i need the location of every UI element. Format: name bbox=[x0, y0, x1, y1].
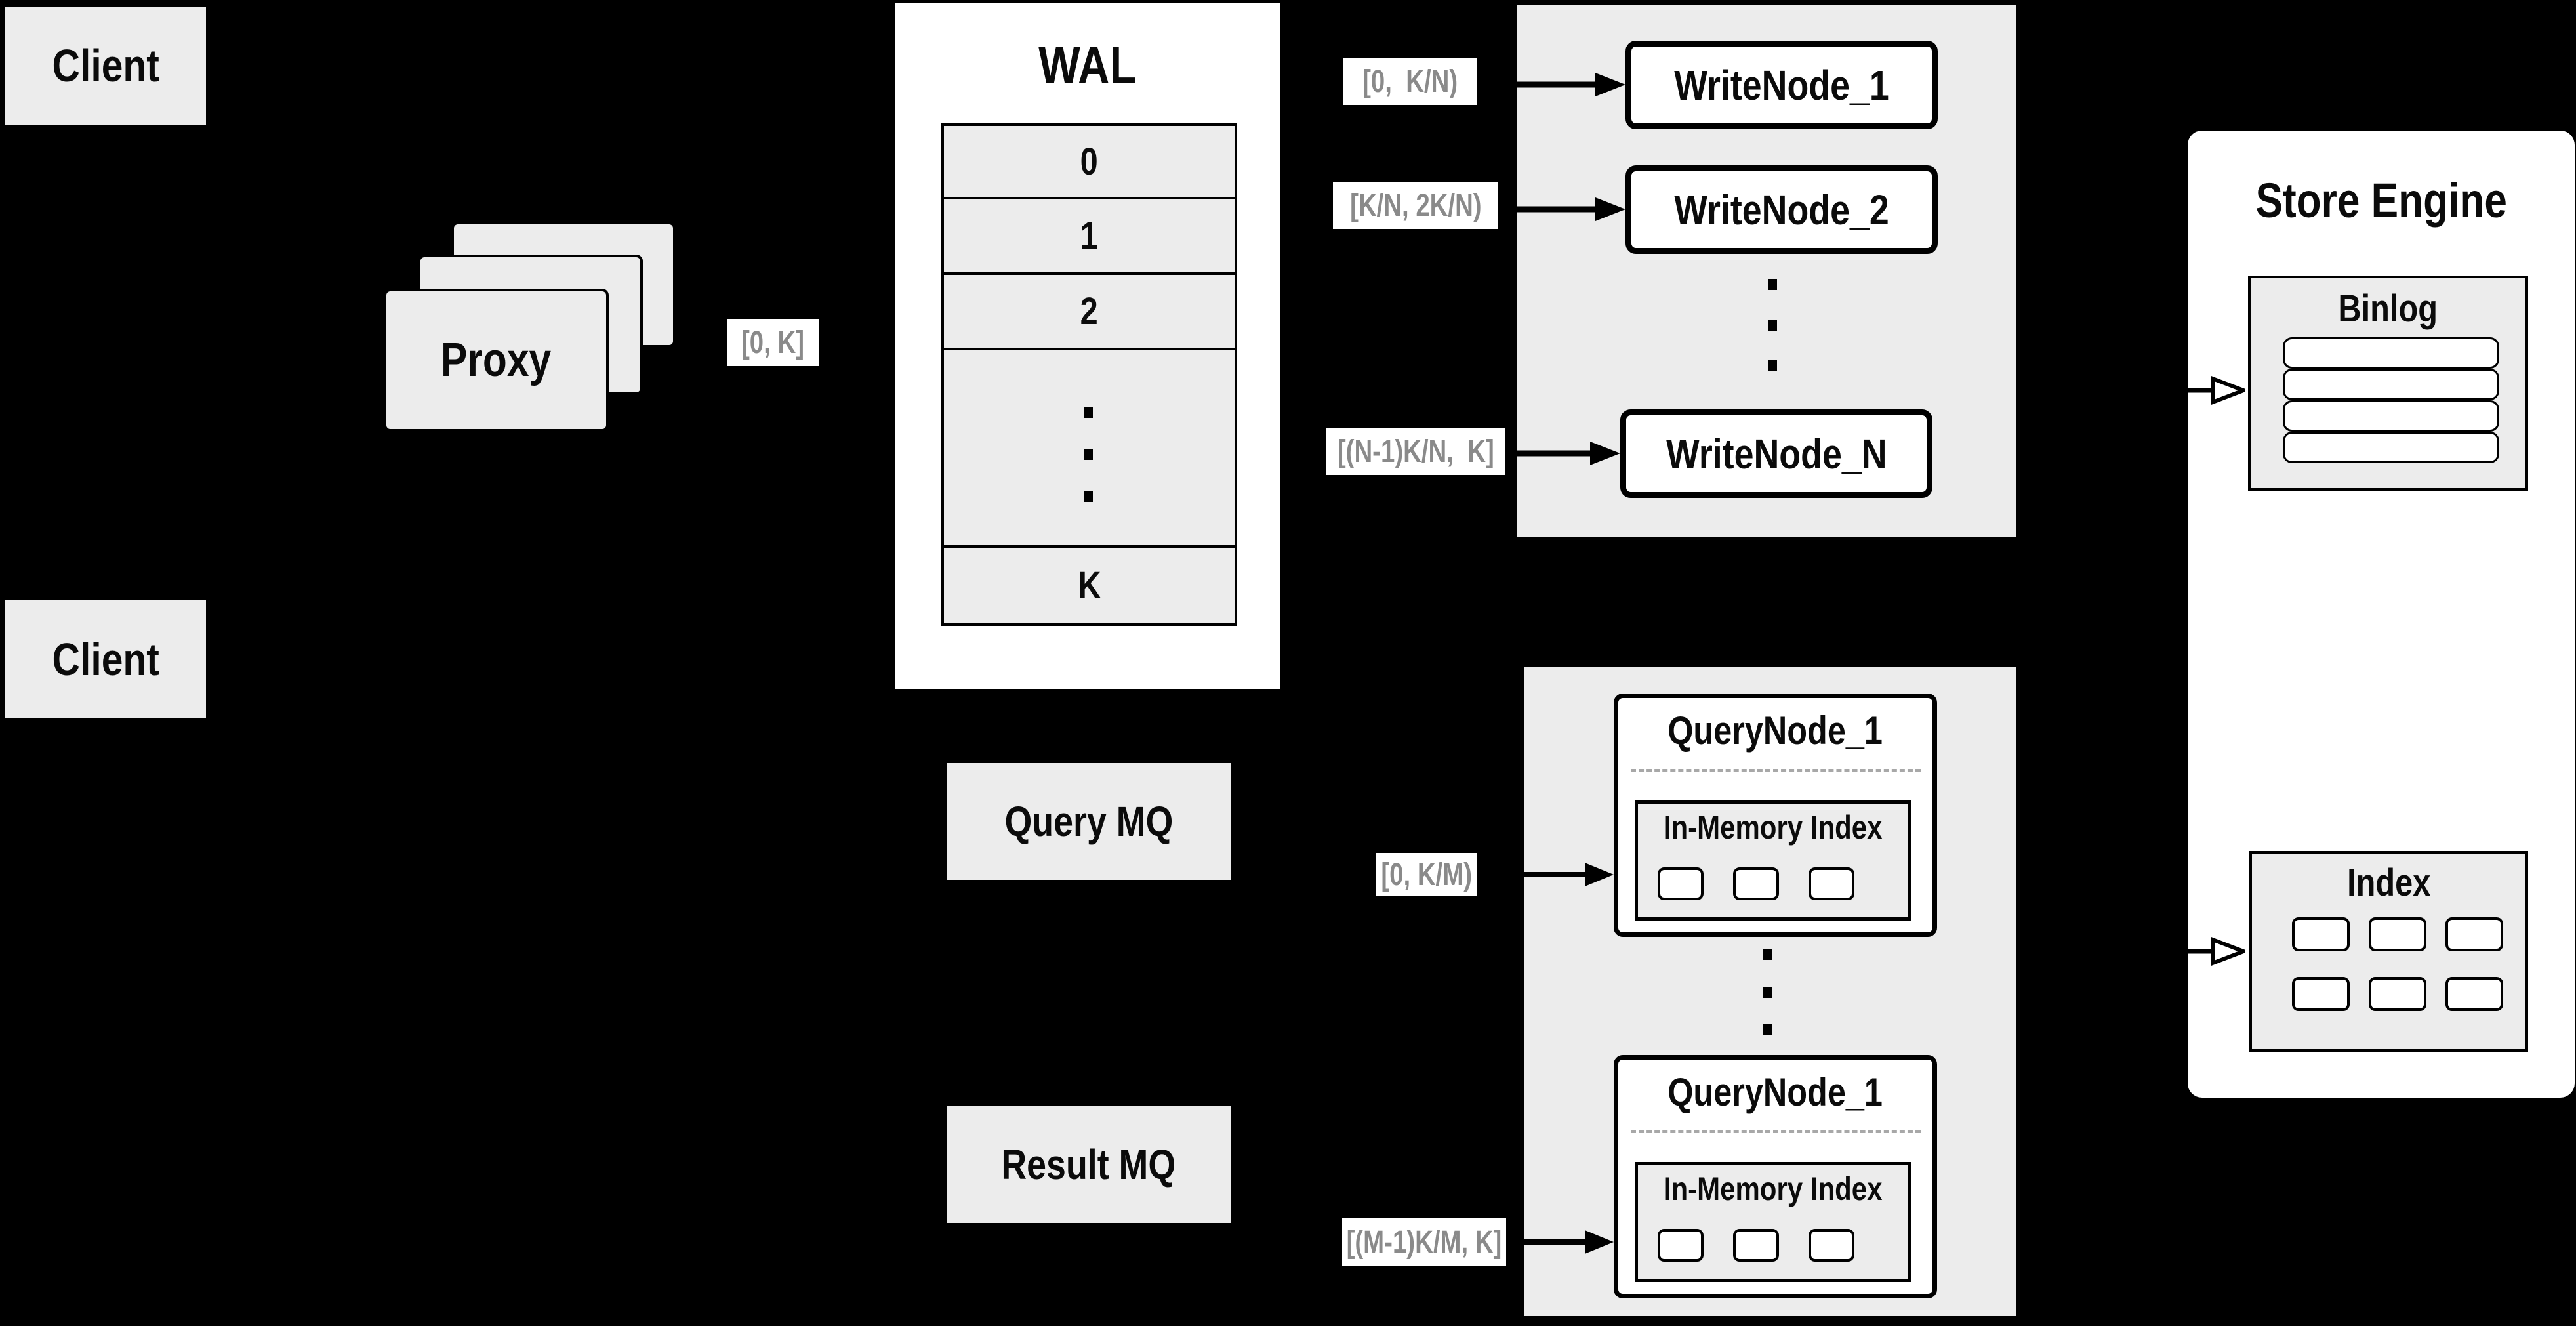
client-box-top: Client bbox=[5, 7, 206, 125]
wal-row-2: 2 bbox=[944, 275, 1235, 350]
querynode-m-separator bbox=[1631, 1130, 1921, 1133]
querynode-m-inmemory-box bbox=[1635, 1162, 1911, 1282]
querynode-1-segments bbox=[1658, 867, 1854, 900]
wal-row-1: 1 bbox=[944, 199, 1235, 275]
writenode-n-box: WriteNode_N bbox=[1620, 409, 1932, 498]
memory-segment bbox=[1658, 867, 1704, 900]
memory-segment bbox=[1733, 1229, 1779, 1262]
store-engine-title: Store Engine bbox=[2255, 173, 2507, 228]
memory-segment bbox=[1658, 1229, 1704, 1262]
index-title: Index bbox=[2346, 861, 2431, 904]
binlog-segment bbox=[2283, 400, 2499, 432]
querynode-1-title: QueryNode_1 bbox=[1667, 708, 1883, 753]
range-label-querynode-m: [(M-1)K/M, K] bbox=[1342, 1218, 1506, 1266]
index-segment bbox=[2445, 917, 2503, 951]
arrow-to-querynode-1-icon bbox=[1477, 860, 1614, 889]
client-bottom-label: Client bbox=[52, 634, 159, 685]
memory-segment bbox=[1733, 867, 1779, 900]
index-segment bbox=[2292, 977, 2350, 1011]
range-label-writenode-2: [K/N, 2K/N) bbox=[1333, 182, 1498, 229]
memory-segment bbox=[1809, 867, 1854, 900]
querynode-1-inmemory-box bbox=[1635, 800, 1911, 921]
range-label-querynode-1: [0, K/M) bbox=[1376, 853, 1477, 896]
arrow-to-writenode-n-icon bbox=[1505, 439, 1620, 468]
range-label-writenode-n: [(N-1)K/N, K] bbox=[1326, 428, 1505, 475]
range-label-writenode-1: [0, K/N) bbox=[1343, 58, 1477, 105]
index-segment bbox=[2369, 917, 2426, 951]
arrow-to-binlog-icon bbox=[2188, 376, 2245, 405]
proxy-card-front: Proxy bbox=[384, 289, 609, 432]
result-mq-box: Result MQ bbox=[947, 1106, 1231, 1223]
querynode-1-inmemory-title: In-Memory Index bbox=[1663, 809, 1883, 846]
client-top-label: Client bbox=[52, 40, 159, 91]
querynodes-ellipsis-icon bbox=[1763, 949, 1772, 1035]
proxy-label: Proxy bbox=[441, 334, 552, 386]
index-segment bbox=[2292, 917, 2350, 951]
client-box-bottom: Client bbox=[5, 600, 206, 718]
querynode-m-segments bbox=[1658, 1229, 1854, 1262]
binlog-segment bbox=[2283, 337, 2499, 369]
memory-segment bbox=[1809, 1229, 1854, 1262]
wal-row-k: K bbox=[944, 548, 1235, 623]
wal-row-0: 0 bbox=[944, 126, 1235, 199]
binlog-segment bbox=[2283, 432, 2499, 463]
arrow-to-writenode-1-icon bbox=[1477, 70, 1625, 99]
index-box bbox=[2249, 851, 2528, 1052]
querynode-1-separator bbox=[1631, 769, 1921, 772]
writenode-2-box: WriteNode_2 bbox=[1625, 165, 1938, 254]
arrow-to-writenode-2-icon bbox=[1498, 195, 1625, 224]
querynode-m-inmemory-title: In-Memory Index bbox=[1663, 1171, 1883, 1207]
writenodes-ellipsis-icon bbox=[1768, 279, 1777, 371]
wal-title: WAL bbox=[1038, 36, 1137, 94]
binlog-segments bbox=[2283, 337, 2499, 463]
binlog-segment bbox=[2283, 369, 2499, 400]
wal-ellipsis-icon bbox=[1084, 407, 1093, 502]
range-label-proxy-to-wal: [0, K] bbox=[727, 319, 819, 366]
index-segment bbox=[2445, 977, 2503, 1011]
wal-table: 0 1 2 K bbox=[941, 123, 1237, 626]
binlog-title: Binlog bbox=[2338, 287, 2438, 330]
querynode-m-title: QueryNode_1 bbox=[1667, 1069, 1883, 1114]
query-mq-box: Query MQ bbox=[947, 763, 1231, 880]
arrow-to-querynode-m-icon bbox=[1506, 1228, 1614, 1256]
writenode-1-box: WriteNode_1 bbox=[1625, 41, 1938, 129]
index-segments bbox=[2292, 917, 2503, 1011]
index-segment bbox=[2369, 977, 2426, 1011]
arrow-to-index-icon bbox=[2188, 937, 2245, 966]
